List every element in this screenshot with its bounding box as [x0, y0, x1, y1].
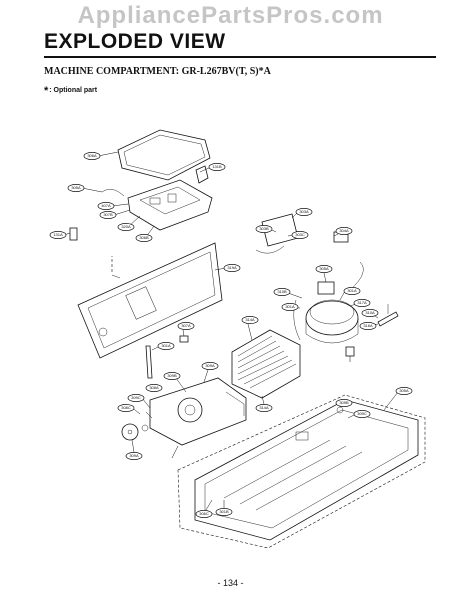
callout-316a: 316A [359, 322, 377, 330]
diagram-subtitle: MACHINE COMPARTMENT: GR-L267BV(T, S)*A [44, 66, 271, 77]
page-title: EXPLODED VIEW [44, 30, 226, 53]
callout-314a-1: 314A [241, 316, 259, 324]
page-number: - 134 - [217, 578, 244, 588]
callout-309a-1: 309A [201, 362, 219, 370]
block-part [179, 335, 189, 343]
svg-text:301A: 301A [347, 288, 357, 293]
callout-305a-top: 305A [67, 184, 85, 192]
callout-320a: 320A [117, 223, 135, 231]
svg-text:309B: 309B [167, 373, 177, 378]
callout-307a: 307A [177, 322, 195, 330]
callout-131a: 131A [49, 231, 67, 239]
compressor [293, 261, 364, 344]
svg-text:303C: 303C [295, 232, 305, 237]
watermark: AppliancePartsPros.com [77, 2, 384, 29]
callout-309b-1: 309B [163, 372, 181, 380]
callout-407a: 407A [97, 202, 115, 210]
svg-text:307B: 307B [103, 212, 113, 217]
callout-labels: 306A 131B 305A 407A 307B 320A 306B 131A … [49, 152, 413, 518]
back-panel [77, 242, 223, 359]
callout-303c: 303C [291, 231, 309, 239]
svg-text:320A: 320A [121, 224, 131, 229]
callout-305a-base: 305A [395, 387, 413, 395]
base-outline [177, 394, 426, 549]
svg-text:306C: 306C [199, 511, 209, 516]
title-divider [44, 56, 436, 58]
callout-310a: 310A [361, 309, 379, 317]
drier-part [377, 304, 399, 327]
callout-317a: 317A [353, 299, 371, 307]
callout-304a: 304A [335, 227, 353, 235]
svg-text:307A: 307A [181, 323, 191, 328]
callout-307b: 307B [99, 211, 117, 219]
callout-301a-2: 301A [281, 303, 299, 311]
callout-309c-2: 309C [353, 410, 371, 418]
callout-306a: 306A [83, 152, 101, 160]
fan-motor-assembly [149, 377, 247, 446]
note-mark: * [44, 85, 49, 97]
svg-text:319A: 319A [227, 265, 237, 270]
callout-314a-2: 314A [255, 404, 273, 412]
callout-305a-mid: 305A [315, 265, 333, 273]
fan-blade [121, 423, 149, 441]
callout-309c-1: 309C [127, 394, 145, 402]
svg-text:310B: 310B [277, 289, 287, 294]
control-board [101, 179, 213, 231]
svg-text:305A: 305A [319, 266, 329, 271]
base-plate [194, 399, 419, 541]
svg-text:309A: 309A [205, 363, 215, 368]
callout-309b-2: 309B [335, 399, 353, 407]
svg-text:407A: 407A [101, 203, 111, 208]
svg-text:316A: 316A [363, 323, 373, 328]
callout-319a: 319A [223, 264, 241, 272]
bracket-part [195, 165, 209, 184]
callout-301a-3: 301A [157, 342, 175, 350]
svg-text:131B: 131B [212, 164, 222, 169]
svg-text:310A: 310A [365, 310, 375, 315]
svg-text:306B: 306B [139, 235, 149, 240]
callout-303a: 303A [295, 208, 313, 216]
svg-text:309B: 309B [339, 400, 349, 405]
condenser [231, 329, 301, 399]
svg-text:303B: 303B [259, 226, 269, 231]
svg-text:303A: 303A [299, 209, 309, 214]
clip-part [69, 227, 78, 241]
callout-309a-2: 309A [125, 452, 143, 460]
svg-text:314A: 314A [245, 317, 255, 322]
cover-plate [117, 129, 211, 181]
svg-text:304A: 304A [339, 228, 349, 233]
svg-text:301A: 301A [285, 304, 295, 309]
svg-text:131A: 131A [53, 232, 63, 237]
callout-308a: 308A [145, 384, 163, 392]
svg-text:305A: 305A [399, 388, 409, 393]
svg-text:309C: 309C [131, 395, 141, 400]
svg-text:301A: 301A [161, 343, 171, 348]
callout-301a-1: 301A [343, 287, 361, 295]
svg-text:305A: 305A [71, 185, 81, 190]
callout-308c: 308C [117, 404, 135, 412]
callout-131b: 131B [208, 163, 226, 171]
svg-text:317A: 317A [357, 300, 367, 305]
callout-306b: 306B [135, 234, 153, 242]
tube-part [145, 345, 153, 379]
svg-text:309A: 309A [129, 453, 139, 458]
svg-text:309C: 309C [357, 411, 367, 416]
svg-text:314A: 314A [259, 405, 269, 410]
svg-text:301B: 301B [219, 509, 229, 514]
relay-assembly [255, 213, 299, 254]
svg-text:306A: 306A [87, 153, 97, 158]
callout-306c: 306C [195, 510, 213, 518]
note-text: : Optional part [49, 87, 98, 94]
svg-text:308A: 308A [149, 385, 159, 390]
svg-text:308C: 308C [121, 405, 131, 410]
optional-part-note: *: Optional part [44, 85, 97, 97]
grommet-part [345, 346, 355, 357]
callout-310b: 310B [273, 288, 291, 296]
callout-303b: 303B [255, 225, 273, 233]
callout-301b: 301B [215, 508, 233, 516]
